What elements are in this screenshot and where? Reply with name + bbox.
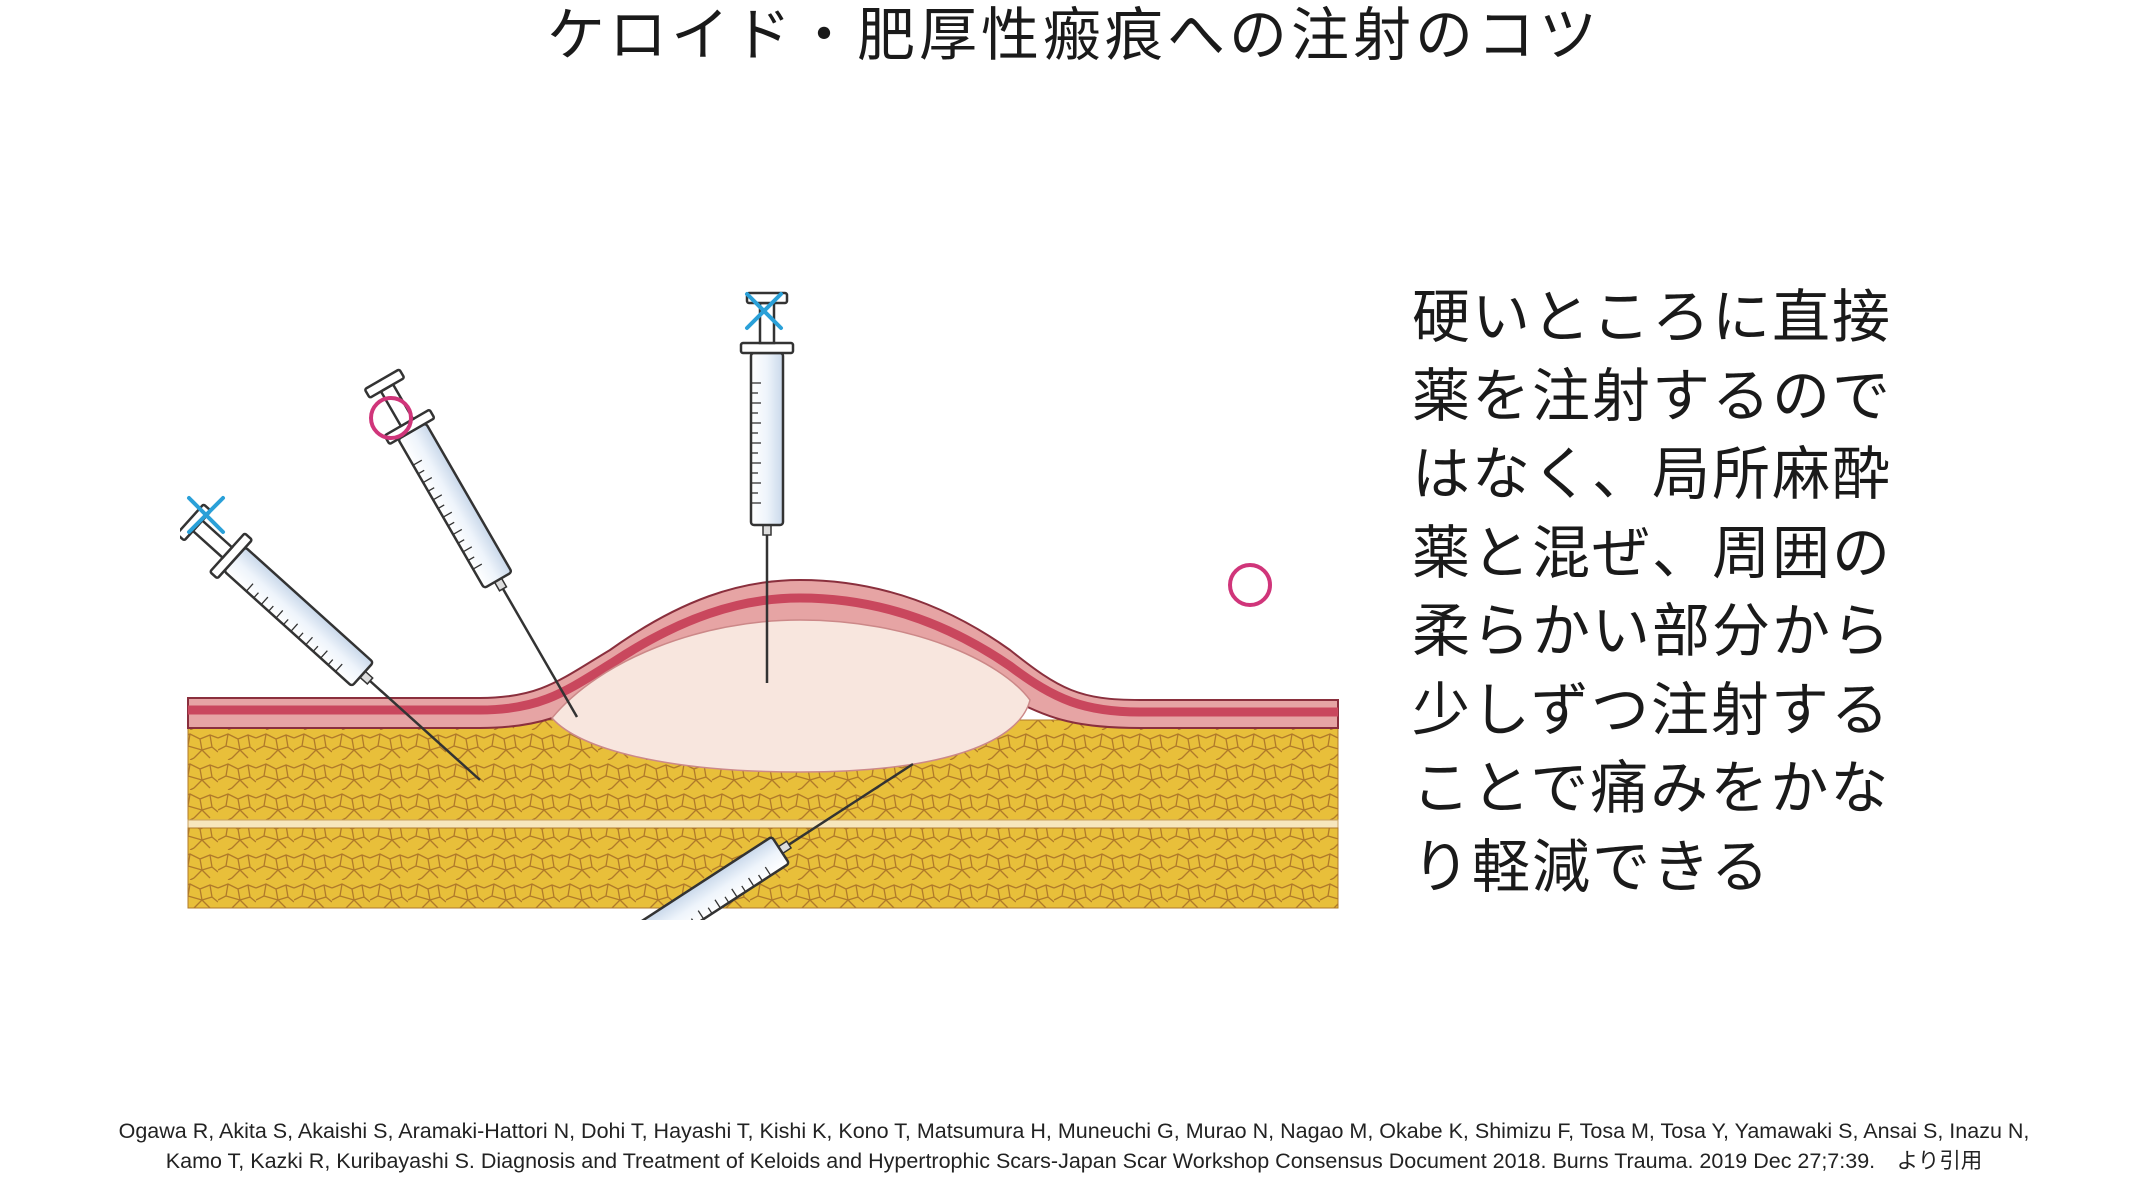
caption-line: 薬を注射するので — [1412, 357, 1972, 436]
caption-line: 柔らかい部分から — [1412, 592, 1972, 671]
slide-title: ケロイド・肥厚性瘢痕への注射のコツ — [0, 0, 2148, 78]
caption-line: 薬と混ぜ、周囲の — [1412, 514, 1972, 593]
caption-line: り軽減できる — [1412, 828, 1972, 907]
citation-line-1: Ogawa R, Akita S, Akaishi S, Aramaki-Hat… — [0, 1116, 2148, 1146]
caption-line: 硬いところに直接 — [1412, 278, 1972, 357]
caption-line: ことで痛みをかな — [1412, 749, 1972, 828]
caption-line: はなく、局所麻酔 — [1412, 435, 1972, 514]
citation-line-2: Kamo T, Kazki R, Kuribayashi S. Diagnosi… — [0, 1146, 2148, 1176]
injection-diagram — [180, 280, 1340, 920]
citation: Ogawa R, Akita S, Akaishi S, Aramaki-Hat… — [0, 1116, 2148, 1176]
circle-mark-icon — [1230, 565, 1270, 605]
explanation-text: 硬いところに直接 薬を注射するので はなく、局所麻酔 薬と混ぜ、周囲の 柔らかい… — [1412, 278, 1972, 906]
caption-line: 少しずつ注射する — [1412, 671, 1972, 750]
syringe-icon — [359, 366, 599, 730]
